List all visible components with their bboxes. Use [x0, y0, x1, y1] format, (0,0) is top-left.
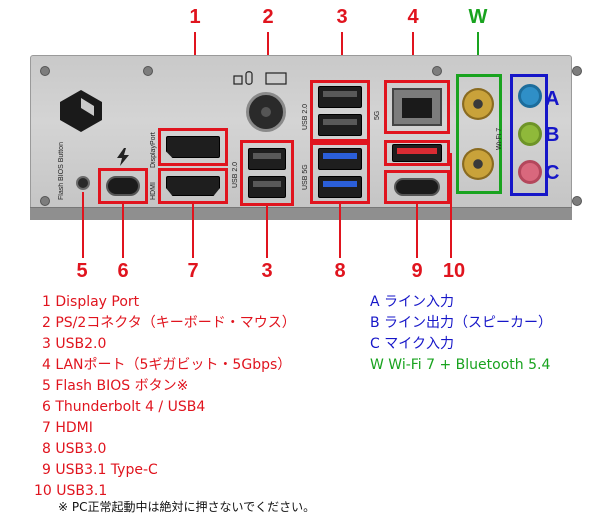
- leader-line-8: [339, 204, 341, 258]
- ps2-port[interactable]: [246, 92, 286, 132]
- logo-icon: [60, 90, 102, 132]
- panel-screw: [143, 66, 153, 76]
- hdmi-box: [158, 168, 228, 204]
- thunderbolt-box: [98, 168, 148, 204]
- usb20-port-b1[interactable]: [318, 86, 362, 108]
- legend-item-audio: A ライン入力: [370, 294, 455, 310]
- usb-c-port[interactable]: [394, 178, 440, 196]
- lan-5g-label: 5G: [374, 110, 381, 120]
- panel-screw: [40, 66, 50, 76]
- leader-line-w: [477, 32, 479, 74]
- audio-letter-c: C: [545, 162, 560, 184]
- audio-box: [510, 74, 548, 196]
- usb-c-box: [384, 170, 450, 204]
- callout-3-top: 3: [336, 6, 348, 28]
- usb5g-label: USB 5G: [302, 164, 309, 190]
- callout-1: 1: [189, 6, 201, 28]
- legend-item-audio: C マイク入力: [370, 336, 454, 352]
- keyboard-mouse-icon: [233, 71, 287, 85]
- callout-4: 4: [407, 6, 419, 28]
- usb5g-port-1[interactable]: [318, 148, 362, 170]
- legend-item-wifi: W Wi-Fi 7 + Bluetooth 5.4: [370, 357, 551, 373]
- legend-item: 5 Flash BIOS ボタン※: [42, 378, 189, 394]
- callout-2: 2: [262, 6, 274, 28]
- usb20-port-a1[interactable]: [248, 148, 286, 170]
- panel-screw: [432, 66, 442, 76]
- legend-item: 8 USB3.0: [42, 441, 107, 457]
- leader-line-5: [82, 192, 84, 258]
- usb31-port[interactable]: [392, 144, 442, 162]
- legend-item: 9 USB3.1 Type-C: [42, 462, 158, 478]
- hdmi-port[interactable]: [166, 176, 220, 196]
- usb20-box-b: [310, 80, 370, 142]
- panel-screw: [572, 66, 582, 76]
- leader-line-7: [192, 204, 194, 258]
- audio-mic-in-jack[interactable]: [518, 160, 542, 184]
- wifi-antenna-2[interactable]: [462, 148, 494, 180]
- callout-8: 8: [334, 260, 346, 282]
- audio-line-out-jack[interactable]: [518, 122, 542, 146]
- lan-port[interactable]: [392, 88, 442, 126]
- usb5g-box: [310, 142, 370, 204]
- legend-item: 3 USB2.0: [42, 336, 107, 352]
- thunderbolt-port[interactable]: [106, 176, 140, 196]
- flash-bios-label: Flash BIOS Button: [58, 142, 65, 200]
- hdmi-label: HDMI: [150, 182, 157, 200]
- leader-line-3-bottom: [266, 206, 268, 258]
- leader-line-10: [450, 153, 452, 258]
- usb5g-port-2[interactable]: [318, 176, 362, 198]
- usb20-box-a: [240, 140, 294, 206]
- thunderbolt-icon: [117, 148, 129, 166]
- callout-7: 7: [187, 260, 199, 282]
- usb31-box: [384, 140, 450, 166]
- legend-item: 10 USB3.1: [34, 483, 108, 499]
- wifi-box: [456, 74, 502, 194]
- wifi-antenna-1[interactable]: [462, 88, 494, 120]
- leader-line-9: [416, 204, 418, 258]
- io-panel-edge: [30, 207, 572, 220]
- legend-item-audio: B ライン出力（スピーカー）: [370, 315, 553, 331]
- displayport-label: DisplayPort: [150, 132, 157, 168]
- callout-6: 6: [117, 260, 129, 282]
- usb20-label-b: USB 2.0: [302, 103, 309, 130]
- legend-item: 6 Thunderbolt 4 / USB4: [42, 399, 206, 415]
- callout-10: 10: [442, 260, 466, 282]
- leader-line-6: [122, 204, 124, 258]
- wifi-label: Wi-Fi 7: [496, 127, 503, 150]
- callout-9: 9: [411, 260, 423, 282]
- usb20-port-a2[interactable]: [248, 176, 286, 198]
- lan-box: [384, 80, 450, 134]
- legend-item: 7 HDMI: [42, 420, 93, 436]
- displayport-port[interactable]: [166, 136, 220, 158]
- audio-letter-a: A: [545, 88, 560, 110]
- callout-5: 5: [76, 260, 88, 282]
- callout-3-bottom: 3: [261, 260, 273, 282]
- audio-line-in-jack[interactable]: [518, 84, 542, 108]
- legend-item: 2 PS/2コネクタ（キーボード・マウス）: [42, 315, 296, 331]
- flash-bios-button[interactable]: [76, 176, 90, 190]
- usb20-label-a: USB 2.0: [232, 161, 239, 188]
- callout-w: W: [468, 6, 488, 28]
- legend-item: 1 Display Port: [42, 294, 140, 310]
- displayport-box: [158, 128, 228, 166]
- legend-item: 4 LANポート（5ギガビット・5Gbps）: [42, 357, 292, 373]
- audio-letter-b: B: [545, 124, 560, 146]
- footnote: ※ PC正常起動中は絶対に押さないでください。: [58, 500, 316, 514]
- usb20-port-b2[interactable]: [318, 114, 362, 136]
- panel-screw: [40, 196, 50, 206]
- panel-screw: [572, 196, 582, 206]
